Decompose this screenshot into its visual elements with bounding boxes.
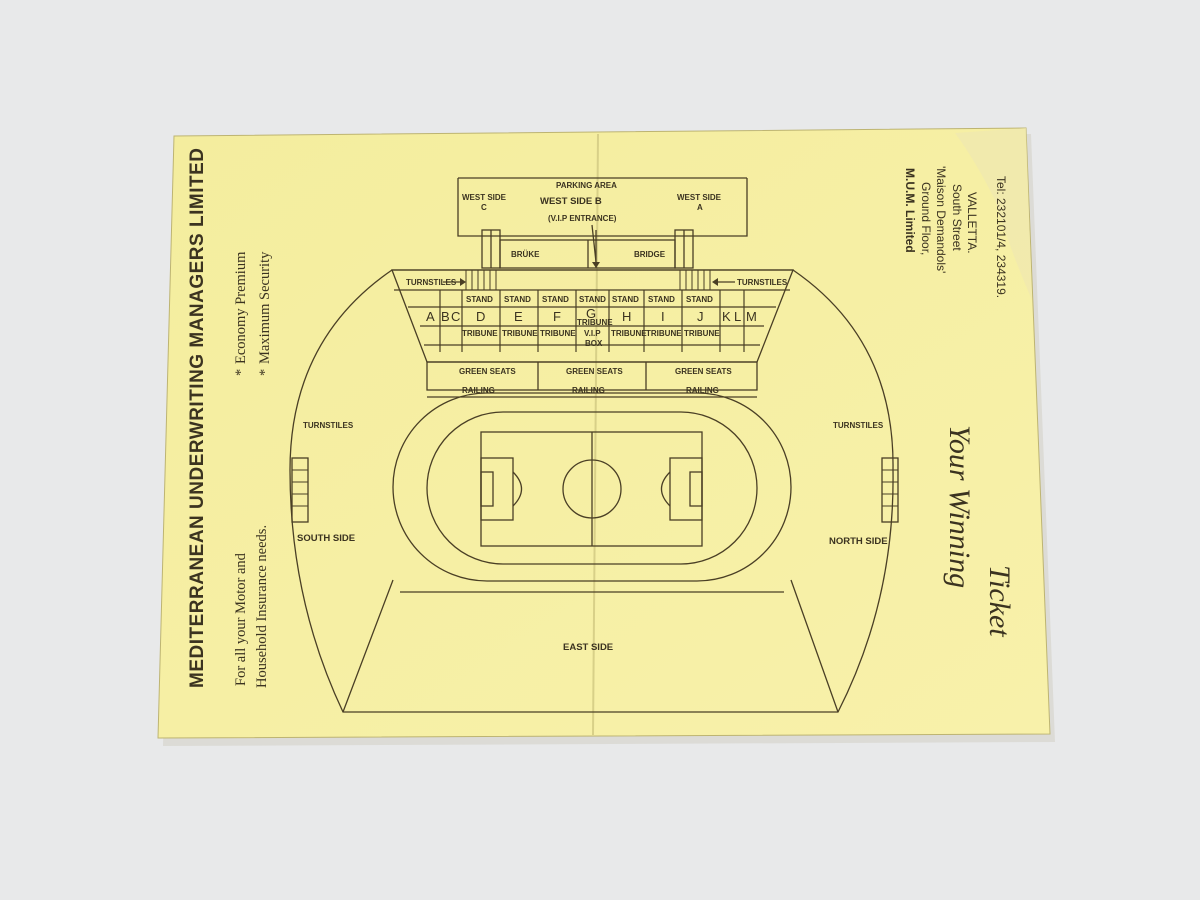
stand-i-label: STAND — [648, 295, 675, 304]
slogan-line2: Ticket — [983, 565, 1016, 637]
tribune-f-label: TRIBUNE — [540, 329, 576, 338]
bullet-mark-2: * — [257, 369, 273, 376]
label-parking: PARKING AREA — [556, 181, 617, 190]
letter-l: L — [734, 309, 741, 324]
label-south-side: SOUTH SIDE — [297, 533, 355, 544]
tribune-d-label: TRIBUNE — [462, 329, 498, 338]
vip-box-label-2: BOX — [585, 339, 603, 348]
tribune-h-label: TRIBUNE — [611, 329, 647, 338]
stand-d-label: STAND — [466, 295, 493, 304]
company-name: MEDITERRANEAN UNDERWRITING MANAGERS LIMI… — [187, 148, 208, 688]
stand-j-label: STAND — [686, 295, 713, 304]
letter-e: E — [514, 309, 523, 324]
stand-g-label: STAND — [579, 295, 606, 304]
letter-f: F — [553, 309, 561, 324]
stand-h-label: STAND — [612, 295, 639, 304]
green-seats-right: GREEN SEATS — [675, 367, 732, 376]
letter-h: H — [622, 309, 631, 324]
bullet-security: Maximum Security — [257, 251, 273, 364]
label-west-b: WEST SIDE B — [540, 196, 602, 207]
stand-f-label: STAND — [542, 295, 569, 304]
label-west-c: WEST SIDE — [462, 193, 507, 202]
label-vip-entrance: (V.I.P ENTRANCE) — [548, 214, 617, 223]
address-line5: VALLETTA. — [965, 192, 979, 254]
tribune-e-label: TRIBUNE — [502, 329, 538, 338]
tribune-j-label: TRIBUNE — [684, 329, 720, 338]
railing-center: RAILING — [572, 386, 605, 395]
green-seats-left: GREEN SEATS — [459, 367, 516, 376]
vip-box-label-1: V.I.P — [584, 329, 601, 338]
letter-m: M — [746, 309, 757, 324]
label-turnstiles-left: TURNSTILES — [406, 278, 457, 287]
label-bridge-left: BRÜKE — [511, 250, 540, 259]
card-background — [157, 127, 1051, 739]
letter-j: J — [697, 309, 704, 324]
stadium-plan: PARKING AREA WEST SIDE B (V.I.P ENTRANCE… — [289, 177, 899, 713]
address-line3: 'Maison Demandols' — [934, 166, 948, 273]
label-west-c-letter: C — [481, 203, 487, 212]
tribune-g-label: TRIBUNE — [577, 318, 613, 327]
turnstiles-south: TURNSTILES — [303, 421, 354, 430]
bullet-economy: Economy Premium — [233, 251, 249, 364]
label-bridge-right: BRIDGE — [634, 250, 666, 259]
bullet-mark-1: * — [233, 369, 249, 376]
letter-g: G — [586, 306, 596, 321]
address-line4: South Street — [950, 184, 964, 251]
letter-c: C — [451, 309, 460, 324]
address-line1: M.U.M. Limited — [903, 168, 917, 253]
green-seats-center: GREEN SEATS — [566, 367, 623, 376]
tagline-line2: Household Insurance needs. — [254, 525, 270, 688]
letter-k: K — [722, 309, 731, 324]
letter-a: A — [426, 309, 435, 324]
turnstiles-north: TURNSTILES — [833, 421, 884, 430]
railing-right: RAILING — [686, 386, 719, 395]
letter-b: B — [441, 309, 450, 324]
letter-i: I — [661, 309, 665, 324]
slogan-line1: Your Winning — [943, 425, 976, 588]
tribune-i-label: TRIBUNE — [646, 329, 682, 338]
label-north-side: NORTH SIDE — [829, 536, 888, 547]
label-east-side: EAST SIDE — [563, 642, 613, 653]
railing-left: RAILING — [462, 386, 495, 395]
address-line6: Tel: 232101/4, 234319. — [994, 176, 1008, 298]
label-west-a-letter: A — [697, 203, 703, 212]
address-line2: Ground Floor, — [919, 182, 933, 255]
label-turnstiles-right: TURNSTILES — [737, 278, 788, 287]
label-west-a: WEST SIDE — [677, 193, 722, 202]
letter-d: D — [476, 309, 485, 324]
tagline-line1: For all your Motor and — [233, 552, 249, 686]
stand-e-label: STAND — [504, 295, 531, 304]
